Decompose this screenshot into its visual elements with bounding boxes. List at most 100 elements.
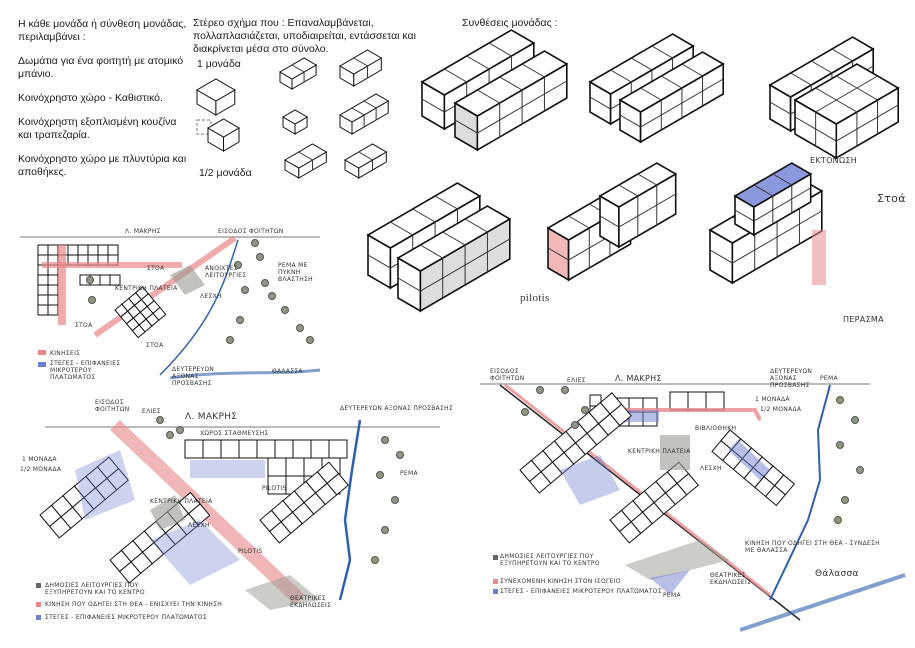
unit-divider <box>610 69 632 83</box>
map1-legend-item: ΚΙΝΗΣΕΙΣ <box>50 350 81 357</box>
roof-surface <box>75 450 135 520</box>
tree <box>371 556 379 564</box>
building-cell <box>37 274 49 286</box>
one-unit-label: 1 μονάδα <box>197 58 241 70</box>
unit-divider <box>831 48 853 62</box>
legend-swatch <box>493 579 498 584</box>
map1-legend-item: ΣΤΕΓΕΣ - ΕΠΙΦΑΝΕΙΕΣ ΜΙΚΡΟΤΕΡΟΥ ΠΛΑΤΩΜΑΤΟ… <box>50 360 121 381</box>
unit-divider <box>640 87 662 101</box>
building-cell <box>256 439 276 459</box>
building-cell <box>47 244 59 256</box>
building-block <box>37 264 59 316</box>
map1-secondary-road: ΔΕΥΤΕΡΕΥΩΝ ΑΞΟΝΑΣ ΠΡΟΣΒΑΣΗΣ <box>172 366 215 387</box>
building-block <box>259 461 349 544</box>
unit-divider <box>631 57 653 71</box>
stoa-label: Στοά <box>877 192 906 205</box>
tree <box>268 292 276 300</box>
map2-half-unit: 1/2 ΜΟΝΑΔΑ <box>20 466 62 473</box>
intro-text: Η κάθε μονάδα ή σύνθεση μονάδας, περιλαμ… <box>18 18 188 190</box>
unit-box-top <box>339 93 390 123</box>
unit-divider <box>521 63 545 78</box>
circulation-path <box>42 262 182 268</box>
unit-divider <box>477 89 500 104</box>
tree <box>241 286 249 294</box>
unit-divider <box>390 221 413 236</box>
unit-divider <box>815 87 858 113</box>
half-unit-label: 1/2 μονάδα <box>199 167 252 179</box>
sea-shore <box>169 368 321 380</box>
unit-divider <box>444 68 467 83</box>
building-block <box>114 286 167 339</box>
tree <box>296 324 304 332</box>
tree <box>396 451 404 459</box>
building-cell <box>37 294 49 306</box>
club-building <box>150 495 185 530</box>
building-cell <box>184 439 204 459</box>
intro-item: Κοινόχρηστη εξοπλισμένη κουζίνα και τραπ… <box>18 116 177 141</box>
compositions-heading: Συνθέσεις μονάδας : <box>462 17 558 29</box>
floor-line <box>454 80 568 134</box>
map3-one-unit: 1 ΜΟΝΑΔΑ <box>755 396 790 403</box>
tree <box>176 426 184 434</box>
building-cell <box>107 244 119 256</box>
legend-swatch <box>493 589 498 594</box>
building-cell <box>67 244 79 256</box>
tree <box>561 386 569 394</box>
legend-swatch <box>36 602 41 607</box>
tree <box>836 396 844 404</box>
floor-line <box>709 210 823 264</box>
building-block <box>609 461 699 544</box>
map1-stoa: ΣΤΟΑ <box>75 322 93 329</box>
map2-pilotis: PILOTIS <box>238 548 263 555</box>
tree <box>581 406 589 414</box>
map2-olives: ΕΛΙΕΣ <box>142 408 161 415</box>
floor-line <box>794 104 899 142</box>
roof-surface <box>560 455 620 505</box>
legend-swatch <box>36 583 41 588</box>
tree <box>236 316 244 324</box>
tree <box>571 421 579 429</box>
floor-line <box>619 78 724 128</box>
river <box>769 384 831 601</box>
map3-center: ΚΕΝΤΡΙΚΗ ΠΛΑΤΕΙΑ <box>628 448 691 455</box>
intro-heading: Η κάθε μονάδα ή σύνθεση μονάδας, περιλαμ… <box>18 18 187 43</box>
building-cell <box>87 244 99 256</box>
map3-library: ΒΙΒΛΙΟΘΗΚΗ <box>695 425 737 432</box>
map3-half-unit: 1/2 ΜΟΝΑΔΑ <box>760 406 802 413</box>
pilotis-label: pilotis <box>520 292 550 304</box>
legend-swatch <box>38 350 46 355</box>
building-cell <box>310 439 330 459</box>
map1-stoa: ΣΤΟΑ <box>147 265 165 272</box>
tree <box>256 253 264 261</box>
tree <box>281 306 289 314</box>
building-cell <box>37 244 49 256</box>
unit-divider <box>681 63 703 77</box>
building-cell <box>220 439 240 459</box>
map2-open-air: ΘΕΑΤΡΙΚΕΣ ΕΚΔΗΛΩΣΕΙΣ <box>290 595 332 609</box>
map3-olives: ΕΛΙΕΣ <box>567 377 586 384</box>
sea-shore <box>739 573 906 632</box>
building-cell <box>187 503 211 526</box>
tree <box>251 239 259 247</box>
river <box>159 239 239 376</box>
building-cell <box>764 485 787 507</box>
map3-road: Λ. ΜΑΚΡΗΣ <box>615 374 662 383</box>
map2-stream: ΡΕΜΑ <box>400 470 418 477</box>
solid-heading: Στέρεο σχήμα που : Επαναλαμβάνεται, πολλ… <box>193 17 416 55</box>
unit-divider <box>358 151 373 161</box>
tree <box>88 296 96 304</box>
river <box>338 419 362 601</box>
tree <box>86 276 94 284</box>
map3-stream-low: ΡΕΜΑ <box>663 592 681 599</box>
building-cell <box>274 439 294 459</box>
map3-sea: Θάλασσα <box>815 569 859 579</box>
map3-secondary-road: ΔΕΥΤΕΡΕΥΩΝ ΑΞΟΝΑΣ ΠΡΟΣΒΑΣΗΣ <box>770 368 813 389</box>
intro-item: Κοινόχρηστο χώρο - Καθιστικό. <box>18 92 163 104</box>
unit-divider <box>291 64 305 73</box>
building-cell <box>687 391 707 411</box>
unit-divider <box>568 215 590 229</box>
legend-swatch <box>36 615 41 620</box>
building-cell <box>202 439 222 459</box>
tree <box>381 526 389 534</box>
building-cell <box>292 439 312 459</box>
